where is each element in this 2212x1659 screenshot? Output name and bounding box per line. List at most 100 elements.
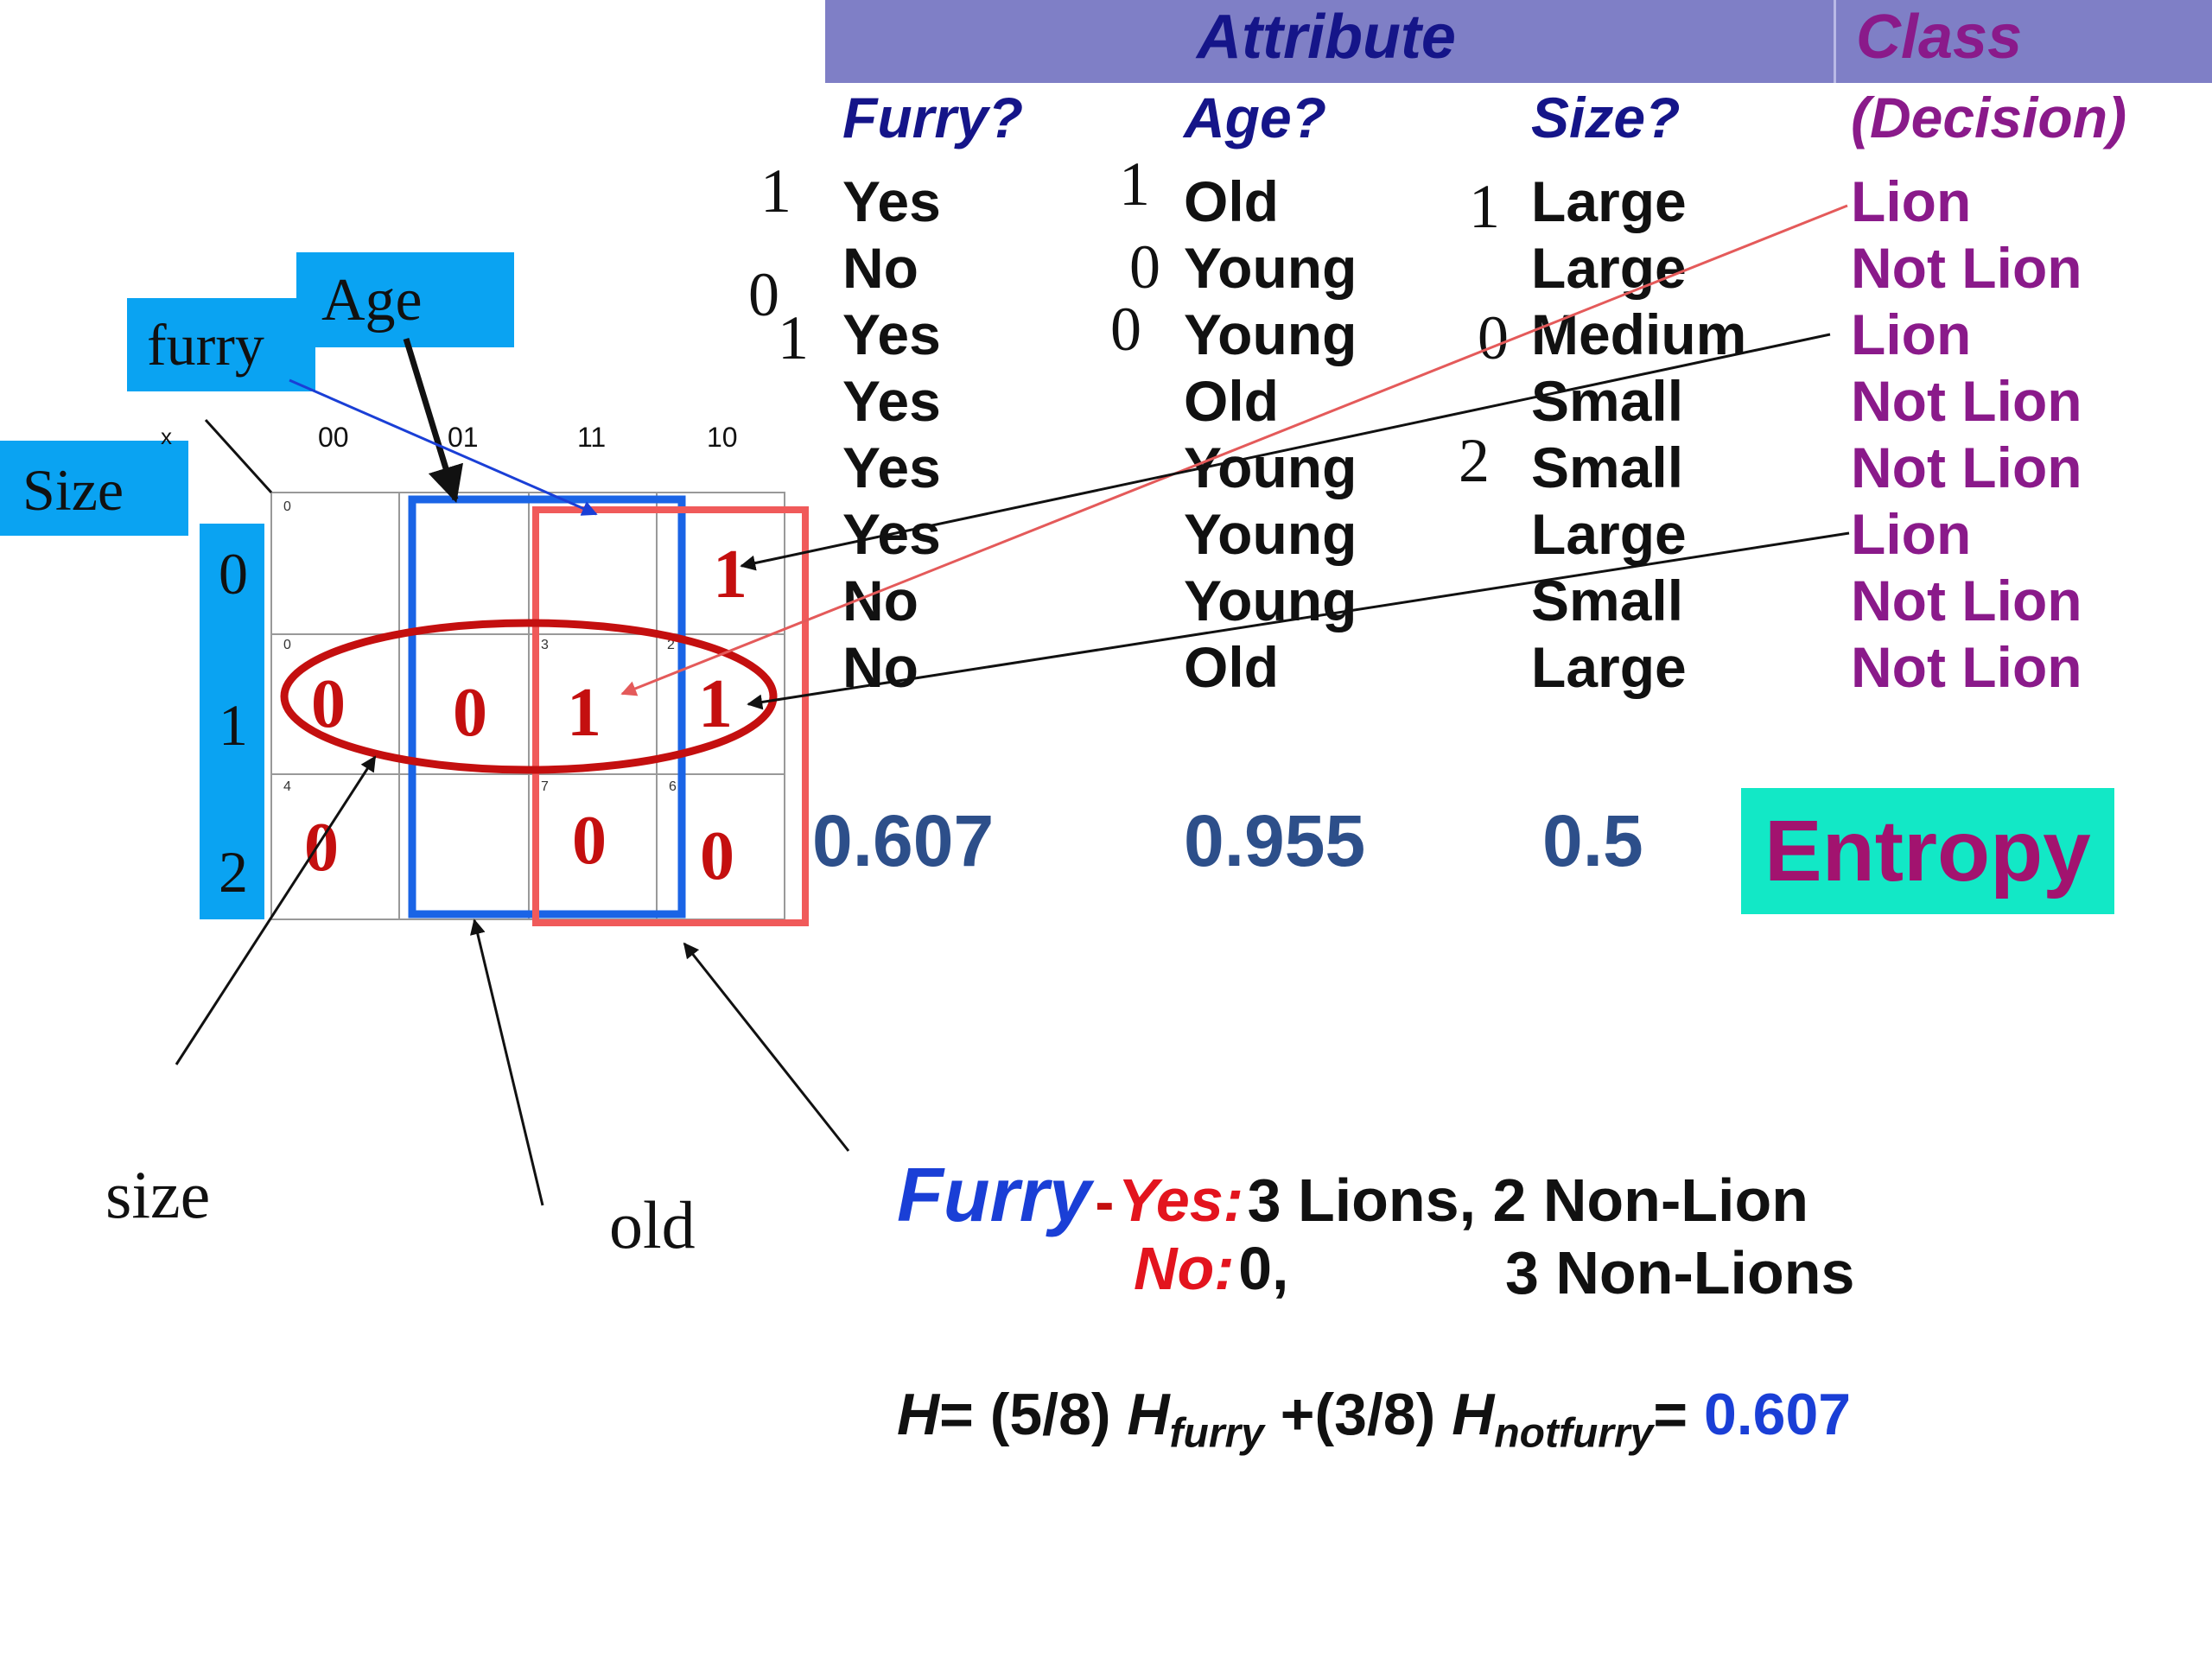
arrow-age: [403, 337, 464, 504]
entropy-size: 0.5: [1542, 800, 1643, 881]
enc-furry-yes: 1: [760, 156, 791, 226]
kmap-cell-index: 4: [283, 779, 291, 794]
cell-class: Not Lion: [1851, 369, 2082, 433]
summary-furry-line: Furry - Yes: 3 Lions, 2 Non-Lion: [897, 1151, 1808, 1239]
kmap-label-furry-box: [127, 298, 315, 391]
kmap-col-00: 00: [318, 422, 349, 453]
entropy-age: 0.955: [1184, 800, 1366, 881]
cell-class: Not Lion: [1851, 569, 2082, 632]
enc-age-young: 0: [1129, 232, 1160, 302]
formula-sub-notfurry: notfurry: [1494, 1410, 1654, 1457]
cell-furry: Yes: [842, 169, 941, 233]
cell-age: Young: [1184, 435, 1357, 499]
header-divider: [1834, 0, 1836, 83]
kmap-cell-value: 1: [713, 537, 747, 613]
formula-h3: H: [1452, 1382, 1495, 1447]
col-header-age: Age?: [1184, 86, 1326, 149]
enc-furry-yes2: 1: [778, 303, 809, 372]
cell-size: Medium: [1531, 302, 1747, 366]
kmap-row-header-bar: [200, 524, 264, 919]
cell-furry: Yes: [842, 369, 941, 433]
cell-class: Not Lion: [1851, 635, 2082, 699]
arrow-furry: [289, 378, 598, 516]
kmap-label-size-box: [0, 441, 188, 536]
arrow-size-annotation: [175, 755, 377, 1065]
summary-furry: Furry: [897, 1152, 1091, 1237]
annotation-size: size: [105, 1157, 211, 1232]
cell-furry: Yes: [842, 435, 941, 499]
kmap-label-furry: furry: [147, 312, 264, 378]
arrow-lion-row6: [747, 531, 1850, 710]
kmap-cell-index: 2: [667, 638, 675, 652]
kmap-corner-diagonal: [204, 418, 273, 494]
cell-size: Large: [1531, 236, 1687, 300]
summary-yes-label: Yes:: [1117, 1166, 1244, 1234]
cell-class: Lion: [1851, 502, 1972, 566]
kmap-cell-index: 7: [541, 779, 549, 794]
entropy-formula: H= (5/8) Hfurry +(3/8) Hnotfurry= 0.607: [897, 1381, 1851, 1458]
annotation-old: old: [609, 1187, 696, 1262]
formula-h: H: [897, 1382, 940, 1447]
entropy-furry: 0.607: [812, 800, 995, 881]
cell-age: Young: [1184, 302, 1357, 366]
cell-age: Old: [1184, 369, 1279, 433]
enc-size-small: 2: [1459, 426, 1490, 495]
formula-mid: +(3/8): [1263, 1382, 1452, 1447]
cell-class: Not Lion: [1851, 435, 2082, 499]
kmap-label-age: Age: [321, 267, 423, 334]
summary-no-text-b: 3 Non-Lions: [1505, 1239, 1855, 1306]
cell-size: Large: [1531, 502, 1687, 566]
cell-furry: No: [842, 236, 918, 300]
arrow-lion-row3: [740, 333, 1831, 571]
col-header-decision: (Decision): [1851, 86, 2127, 149]
cell-age: Old: [1184, 169, 1279, 233]
cell-class: Lion: [1851, 302, 1972, 366]
enc-size-large: 1: [1469, 172, 1500, 241]
enc-furry-no: 0: [748, 260, 779, 329]
summary-no-text-a: 0,: [1238, 1235, 1289, 1302]
kmap-old-box: [408, 495, 686, 918]
cell-furry: Yes: [842, 302, 941, 366]
kmap-grid-lines: [270, 492, 785, 920]
kmap-cell-value: 0: [572, 803, 607, 879]
entropy-label: Entropy: [1764, 803, 2091, 899]
kmap-cell-index: 0: [283, 499, 291, 514]
header-class: Class: [1856, 3, 2023, 72]
kmap-col-01: 01: [448, 422, 479, 453]
kmap-cell-index: 3: [541, 638, 549, 652]
kmap-cell-index: 0: [283, 638, 291, 652]
kmap-cell-value: 1: [567, 675, 601, 751]
enc-age-young2: 0: [1110, 295, 1141, 364]
cell-size: Small: [1531, 435, 1684, 499]
formula-sub-furry: furry: [1169, 1410, 1264, 1457]
summary-dash: -: [1095, 1169, 1115, 1233]
kmap-corner-mark: x: [161, 423, 172, 449]
kmap-col-11: 11: [577, 422, 607, 453]
kmap-size-ellipse: [280, 619, 778, 774]
kmap-cell-index: 6: [669, 779, 677, 794]
kmap-row-0: 0: [219, 541, 248, 607]
formula-eq2: =: [1653, 1382, 1704, 1447]
arrow-old-annotation: [470, 918, 544, 1206]
cell-size: Large: [1531, 635, 1687, 699]
kmap-col-10: 10: [707, 422, 738, 453]
header-attribute: Attribute: [1197, 3, 1456, 72]
formula-result: 0.607: [1703, 1382, 1852, 1447]
col-header-furry: Furry?: [842, 86, 1024, 149]
kmap-cell-value: 0: [453, 675, 487, 751]
cell-size: Large: [1531, 169, 1687, 233]
col-header-size: Size?: [1531, 86, 1681, 149]
kmap-label-age-box: [296, 252, 514, 347]
cell-size: Small: [1531, 369, 1684, 433]
cell-age: Young: [1184, 502, 1357, 566]
cell-age: Old: [1184, 635, 1279, 699]
kmap-row-2: 2: [219, 839, 248, 905]
kmap-cell-value: 1: [698, 666, 733, 742]
formula-eq1: = (5/8): [939, 1382, 1128, 1447]
kmap-label-size: Size: [22, 457, 124, 523]
arrow-lion-row1: [620, 204, 1848, 696]
summary-no-label: No:: [1134, 1235, 1235, 1302]
formula-h2: H: [1127, 1382, 1170, 1447]
cell-class: Lion: [1851, 169, 1972, 233]
